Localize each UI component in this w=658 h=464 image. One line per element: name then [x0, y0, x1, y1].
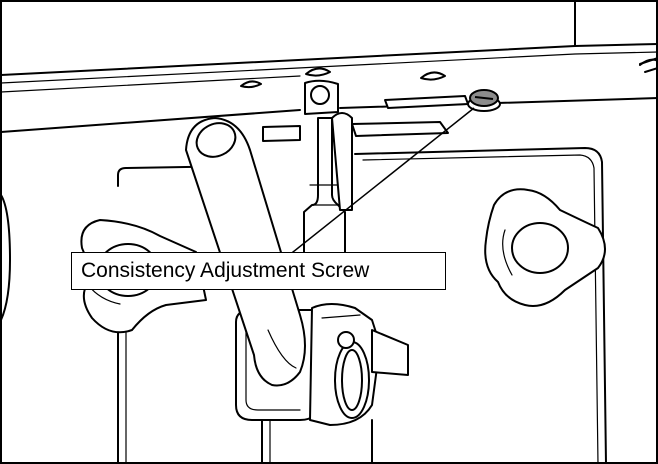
back-panel [117, 147, 607, 464]
pull-handle [185, 117, 306, 387]
right-wing-knob [484, 188, 606, 307]
callout-label: Consistency Adjustment Screw [81, 259, 370, 282]
retaining-pin [334, 331, 370, 419]
bracket-plates [262, 95, 469, 142]
spigot-body [303, 79, 353, 256]
callout-leader-line [287, 107, 475, 257]
adjustment-screw [467, 89, 501, 112]
plate-holes [240, 58, 658, 89]
left-edge [0, 194, 11, 321]
callout-box: Consistency Adjustment Screw [71, 252, 446, 290]
